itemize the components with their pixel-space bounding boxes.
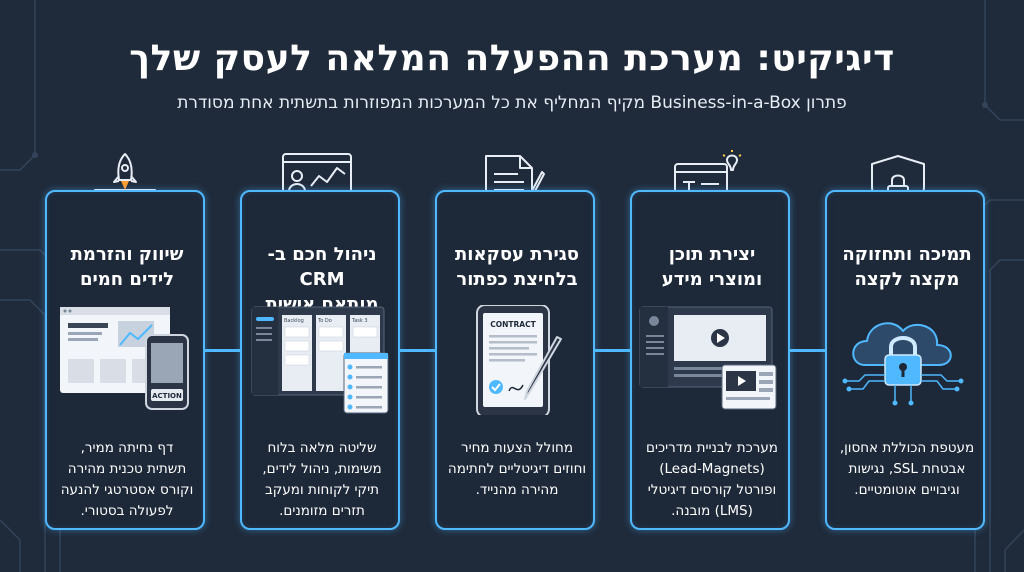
- card-title-line: תמיכה ותחזוקה: [842, 244, 972, 265]
- card-desc-line: (Lead-Magnets): [659, 461, 765, 477]
- connector-line: [205, 349, 240, 352]
- card-title-line: מקצה לקצה: [854, 269, 960, 290]
- card-title: סגירת עסקאות בלחיצת כפתור: [443, 242, 591, 292]
- card-description: מערכת לבניית מדריכים (Lead-Magnets) ופור…: [638, 438, 786, 522]
- page-title: דיגיקיט: מערכת ההפעלה המלאה לעסק שלך: [129, 38, 895, 79]
- card-desc-line: (LMS) מובנה.: [671, 503, 753, 519]
- card-title-line: לידים חמים: [79, 269, 175, 290]
- card-title: תמיכה ותחזוקה מקצה לקצה: [833, 242, 981, 292]
- card-title-line: ניהול חכם ב-CRM: [267, 244, 377, 290]
- card-description: מחולל הצעות מחיר וחוזים דיגיטליים לחתימה…: [443, 438, 591, 501]
- card-desc-line: מהירה מהנייד.: [475, 482, 559, 498]
- card-title-line: סגירת עסקאות: [454, 244, 580, 265]
- action-button-label: ACTION: [152, 392, 182, 400]
- card-title-line: שיווק והזרמת: [70, 244, 184, 265]
- connector-line: [790, 349, 825, 352]
- course-portal-illustration: [639, 306, 777, 410]
- card-desc-line: אבטחת SSL, נגישות: [848, 461, 966, 477]
- card-desc-line: מערכת לבניית מדריכים: [646, 440, 778, 456]
- card-title: שיווק והזרמת לידים חמים: [53, 242, 201, 292]
- card-desc-line: לפעולה בסטורי.: [80, 503, 174, 519]
- connector-line: [400, 349, 435, 352]
- card-desc-line: תשתית טכנית מהירה: [67, 461, 187, 477]
- page-subtitle: פתרון Business-in-a-Box מקיף המחליף את כ…: [177, 93, 847, 113]
- kanban-column-label: Backlog: [284, 318, 304, 324]
- card-title-line: יצירת תוכן: [668, 244, 756, 265]
- card-desc-line: תזרים מזומנים.: [279, 503, 365, 519]
- card-desc-line: וגיבויים אוטומטיים.: [854, 482, 960, 498]
- landing-page-illustration: ACTION: [60, 307, 189, 410]
- card-desc-line: ופורטל קורסים דיגיטלי: [647, 482, 777, 498]
- card-description: דף נחיתה ממיר, תשתית טכנית מהירה וקורס א…: [53, 438, 201, 522]
- kanban-column-label: Task 3: [351, 318, 368, 324]
- card-desc-line: מעטפת הכוללת אחסון,: [839, 440, 975, 456]
- card-desc-line: וחוזים דיגיטליים לחתימה: [447, 461, 587, 477]
- card-title: יצירת תוכן ומוצרי מידע: [638, 242, 786, 292]
- card-title: ניהול חכם ב-CRM מותאם אישית: [248, 242, 396, 317]
- card-title-line: ומוצרי מידע: [661, 269, 763, 290]
- card-desc-line: שליטה מלאה בלוח: [267, 440, 377, 456]
- phone-contract-illustration: CONTRACT: [476, 305, 562, 415]
- card-description: שליטה מלאה בלוח משימות, ניהול לידים, תיק…: [248, 438, 396, 522]
- connector-line: [595, 349, 630, 352]
- card-title-line: בלחיצת כפתור: [456, 269, 578, 290]
- card-desc-line: מחולל הצעות מחיר: [460, 440, 574, 456]
- card-desc-line: דף נחיתה ממיר,: [80, 440, 174, 456]
- card-desc-line: וקורס אסטרטגי להנעה: [60, 482, 194, 498]
- cloud-lock-illustration: [842, 322, 964, 406]
- card-desc-line: משימות, ניהול לידים,: [262, 461, 382, 477]
- contract-label: CONTRACT: [490, 320, 536, 329]
- card-desc-line: תיקי לקוחות ומעקב: [264, 482, 380, 498]
- kanban-column-label: To Do: [317, 318, 332, 324]
- kanban-board-illustration: Backlog To Do Task 3: [251, 306, 389, 414]
- card-description: מעטפת הכוללת אחסון, אבטחת SSL, נגישות וג…: [833, 438, 981, 501]
